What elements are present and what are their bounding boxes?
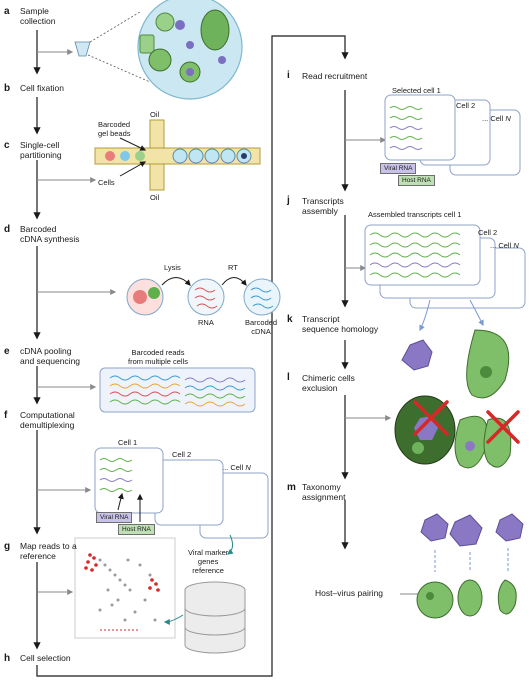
lysis-label: Lysis — [164, 263, 181, 272]
step-label-c: Single-cell partitioning — [20, 140, 62, 160]
recruit-cell2-label: Cell 2 — [456, 101, 476, 110]
step-label-i: Read recruitment — [302, 71, 368, 81]
demux-boxes — [94, 447, 269, 539]
assembly-title: Assembled transcripts cell 1 — [368, 210, 462, 219]
barcoded-cdna-label: Barcoded cDNA — [245, 318, 278, 336]
recruit-viral-tag: Viral RNA — [380, 163, 417, 174]
mapping-illustration — [74, 534, 246, 654]
assembly-cell2-label: Cell 2 — [478, 228, 498, 237]
pairing-label: Host–virus pairing — [315, 588, 384, 598]
cdna-illustration — [126, 277, 281, 316]
recruit-boxes — [384, 94, 521, 176]
demux-cell1-label: Cell 1 — [118, 438, 138, 447]
beads-label: Barcoded gel beads — [98, 120, 131, 138]
cells-label: Cells — [98, 178, 115, 187]
step-letter-k: k — [287, 314, 293, 325]
step-letter-m: m — [287, 482, 296, 493]
step-label-e: cDNA pooling and sequencing — [20, 346, 81, 366]
step-label-l: Chimeric cells exclusion — [302, 373, 355, 393]
demux-cell2-label: Cell 2 — [172, 450, 192, 459]
oil-top-label: Oil — [150, 110, 160, 119]
step-label-h: Cell selection — [20, 653, 71, 663]
step-letter-a: a — [4, 6, 10, 17]
demux-host-tag: Host RNA — [118, 524, 155, 535]
pooling-box — [99, 367, 256, 413]
step-label-b: Cell fixation — [20, 83, 64, 93]
assembly-boxes — [364, 224, 526, 332]
homology-illustration — [401, 329, 510, 399]
chimeric-illustration — [394, 395, 520, 469]
step-label-d: Barcoded cDNA synthesis — [20, 224, 80, 244]
step-label-k: Transcript sequence homology — [302, 314, 379, 334]
step-letter-c: c — [4, 140, 10, 151]
step-letter-d: d — [4, 224, 11, 235]
recruit-celln-label: ... Cell N — [482, 114, 511, 123]
step-label-m: Taxonomy assignment — [302, 482, 346, 502]
sample-collection-illustration — [74, 0, 243, 100]
recruit-host-tag: Host RNA — [398, 175, 435, 186]
step-label-g: Map reads to a reference — [20, 541, 77, 561]
pairing-illustration — [416, 513, 524, 619]
demux-celln-label: ... Cell N — [222, 463, 251, 472]
pooling-title: Barcoded reads from multiple cells — [128, 348, 189, 366]
left-side-arrows — [37, 49, 117, 595]
step-label-f: Computational demultiplexing — [20, 410, 75, 430]
demux-viral-tag: Viral RNA — [96, 512, 133, 523]
step-letter-h: h — [4, 653, 11, 664]
step-letter-j: j — [287, 195, 290, 206]
oil-bottom-label: Oil — [150, 193, 160, 202]
step-letter-b: b — [4, 83, 11, 94]
rt-label: RT — [228, 263, 238, 272]
step-label-a: Sample collection — [20, 6, 56, 26]
step-letter-l: l — [287, 372, 290, 383]
step-letter-e: e — [4, 346, 10, 357]
step-letter-i: i — [287, 70, 290, 81]
assembly-celln-label: ... Cell N — [490, 241, 519, 250]
reference-label: Viral marker genes reference — [188, 548, 229, 575]
left-flow-arrows — [33, 30, 349, 677]
step-label-j: Transcripts assembly — [302, 196, 344, 216]
step-letter-f: f — [4, 410, 8, 421]
selected-cell-label: Selected cell 1 — [392, 86, 441, 95]
step-letter-g: g — [4, 541, 11, 552]
partitioning-illustration — [94, 119, 261, 191]
rna-label: RNA — [198, 318, 214, 327]
